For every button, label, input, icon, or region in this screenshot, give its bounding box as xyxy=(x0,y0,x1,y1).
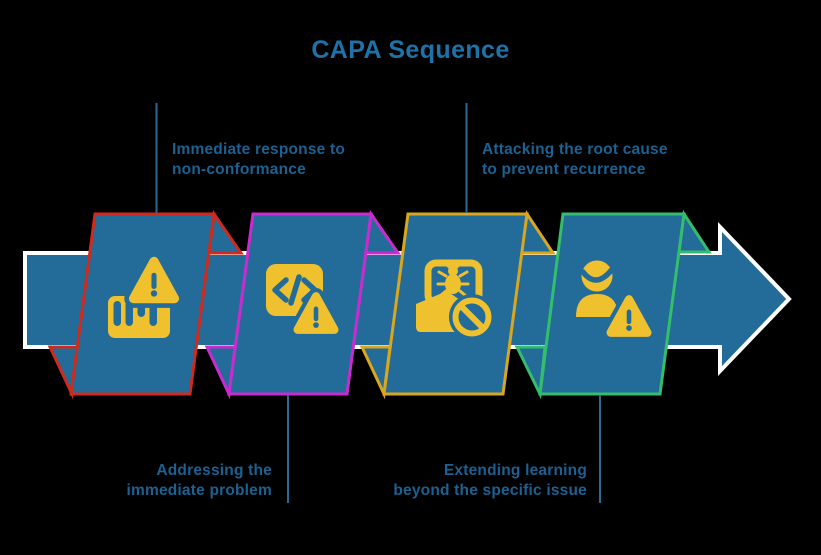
open-box xyxy=(416,291,460,332)
page-title: CAPA Sequence xyxy=(311,36,510,64)
callout-label-1: Immediate response to non-conformance xyxy=(172,141,346,178)
callout-label-4: Extending learning beyond the specific i… xyxy=(393,462,587,499)
barcode-warning-icon xyxy=(108,261,174,338)
person-warning-icon xyxy=(576,260,647,333)
callout-label-2: Addressing the immediate problem xyxy=(126,462,272,499)
code-warning-icon xyxy=(266,264,334,330)
bug-blocked-icon xyxy=(416,259,495,340)
callout-lines xyxy=(155,103,601,503)
callout-label-3: Attacking the root cause to prevent recu… xyxy=(482,141,668,178)
no-sign xyxy=(452,297,492,337)
